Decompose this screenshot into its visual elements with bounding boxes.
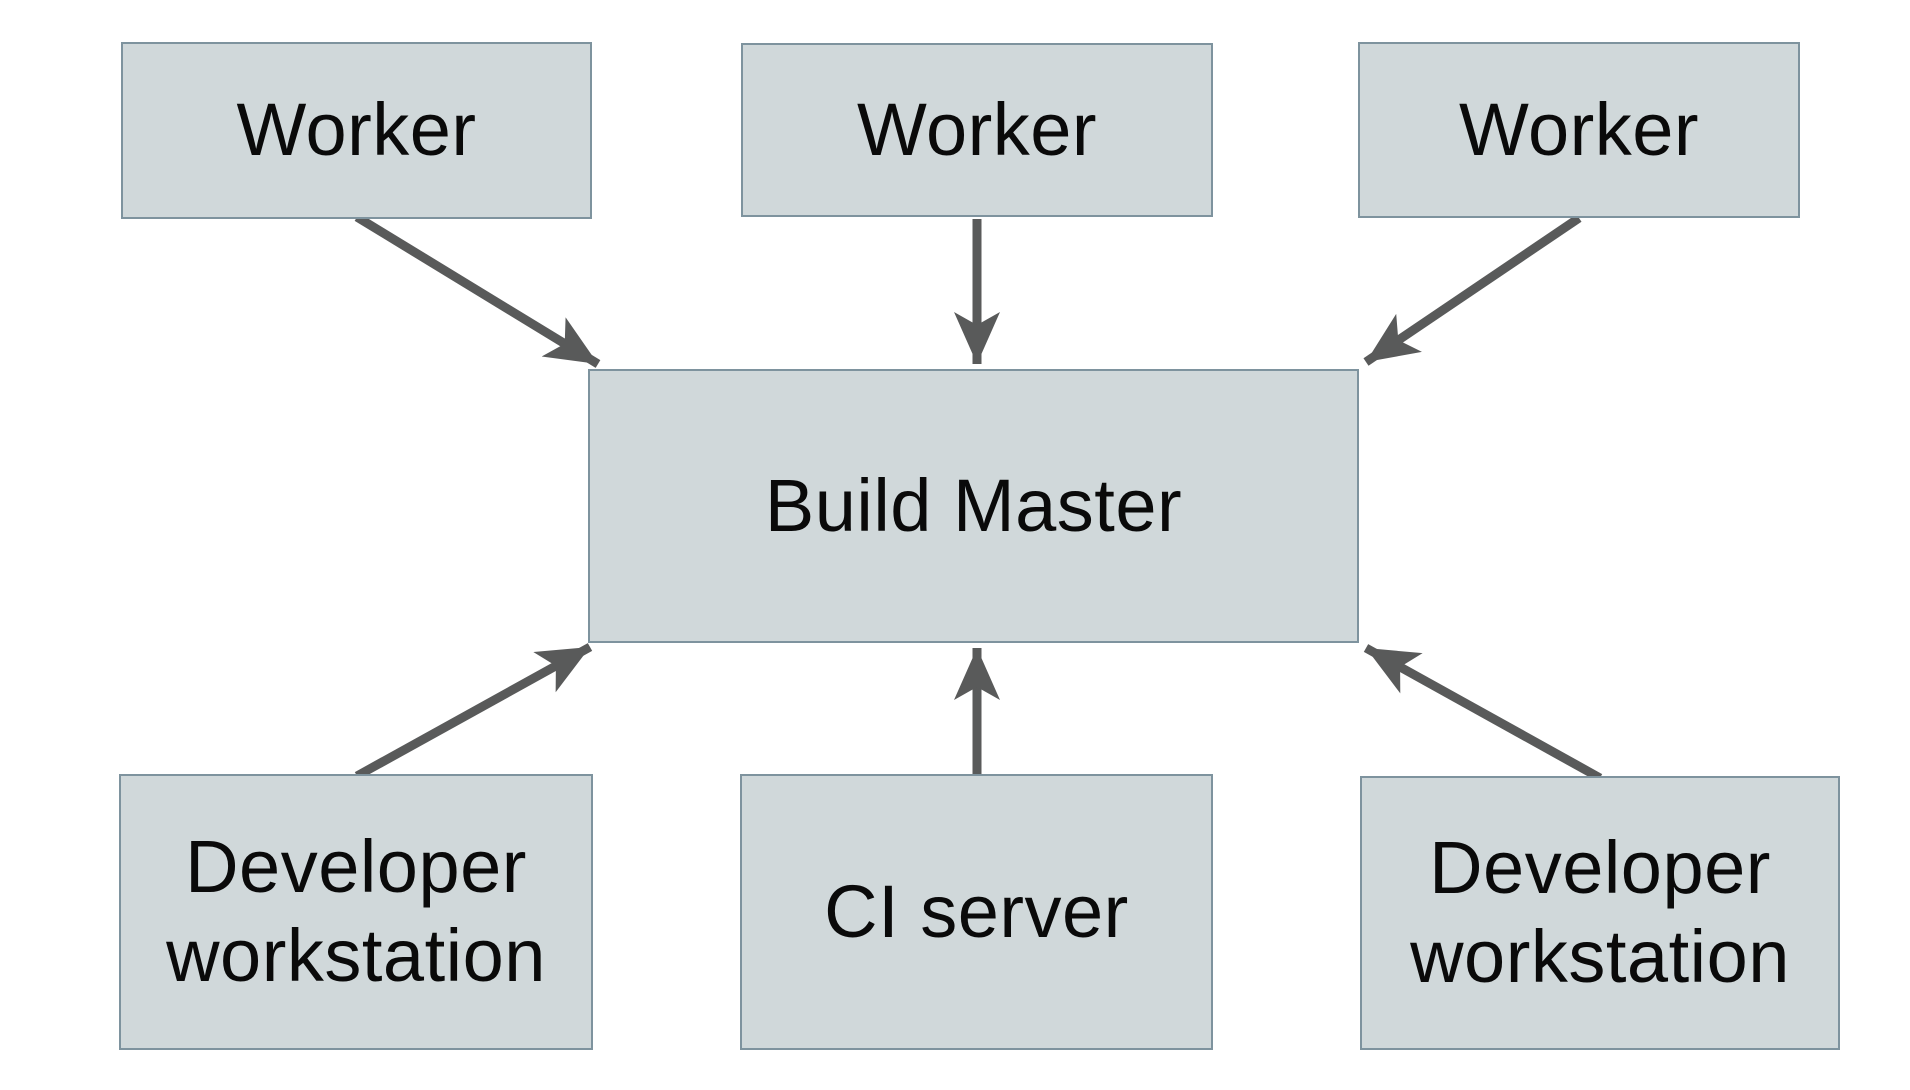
node-worker-1: Worker <box>121 42 592 219</box>
node-build-master-label: Build Master <box>764 463 1183 547</box>
arrow-developer-workstation-left-to-build-master <box>354 643 593 780</box>
node-developer-workstation-left: Developer workstation <box>119 774 593 1050</box>
node-developer-workstation-right: Developer workstation <box>1360 776 1840 1050</box>
node-ci-server-label: CI server <box>824 869 1129 953</box>
node-ci-server: CI server <box>740 774 1213 1050</box>
arrow-developer-workstation-right-to-build-master <box>1363 644 1603 782</box>
node-developer-workstation-left-label: Developer workstation <box>166 825 546 997</box>
node-worker-2: Worker <box>741 43 1213 217</box>
node-worker-3: Worker <box>1358 42 1800 218</box>
arrow-worker-1-to-build-master <box>354 213 601 368</box>
arrow-worker-3-to-build-master <box>1363 214 1582 366</box>
node-developer-workstation-right-label: Developer workstation <box>1410 826 1790 998</box>
node-build-master: Build Master <box>588 369 1359 643</box>
node-worker-2-label: Worker <box>856 87 1098 171</box>
node-worker-1-label: Worker <box>236 88 477 172</box>
node-worker-3-label: Worker <box>1458 87 1700 171</box>
